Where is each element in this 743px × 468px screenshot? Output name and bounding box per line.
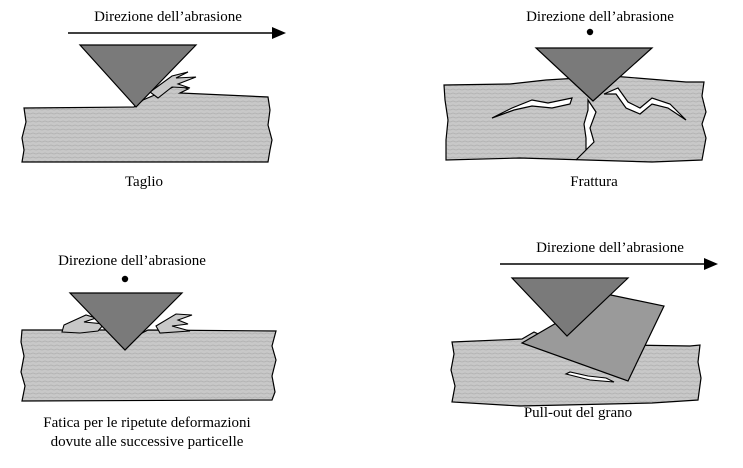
material-block <box>20 329 277 402</box>
direction-dot-icon <box>121 275 129 283</box>
panel-fracture <box>443 28 707 163</box>
abrasive-particle <box>510 277 630 337</box>
material-block <box>21 84 273 163</box>
direction-label-pullout: Direzione dell’abrasione <box>536 240 684 256</box>
ridge-right <box>155 313 193 334</box>
abrasive-particle <box>78 44 198 108</box>
direction-label-fracture: Direzione dell’abrasione <box>526 9 674 25</box>
arrowhead-icon <box>704 258 718 270</box>
arrowhead-icon <box>272 27 286 39</box>
panel-fatigue <box>20 275 277 402</box>
panel-cutting <box>21 27 286 163</box>
direction-dot-icon <box>586 28 594 36</box>
pulled-grain <box>520 293 665 382</box>
direction-label-fatigue: Direzione dell’abrasione <box>58 253 206 269</box>
panel-pullout <box>450 258 718 407</box>
crack-left <box>491 97 573 119</box>
caption-pullout: Pull-out del grano <box>523 405 633 421</box>
direction-label-cutting: Direzione dell’abrasione <box>94 9 242 25</box>
abrasive-particle <box>68 292 184 351</box>
crack-right <box>603 87 687 121</box>
caption-fatigue-line2: dovute alle successive particelle <box>50 434 244 450</box>
caption-cutting: Taglio <box>124 174 164 190</box>
caption-fracture: Frattura <box>570 174 618 190</box>
crack-down <box>575 98 597 161</box>
abrasive-particle <box>534 47 654 102</box>
material-block <box>443 75 707 163</box>
caption-fatigue-line1: Fatica per le ripetute deformazioni <box>43 415 251 431</box>
chip-curl <box>149 71 197 99</box>
gap-shadow <box>564 371 615 383</box>
